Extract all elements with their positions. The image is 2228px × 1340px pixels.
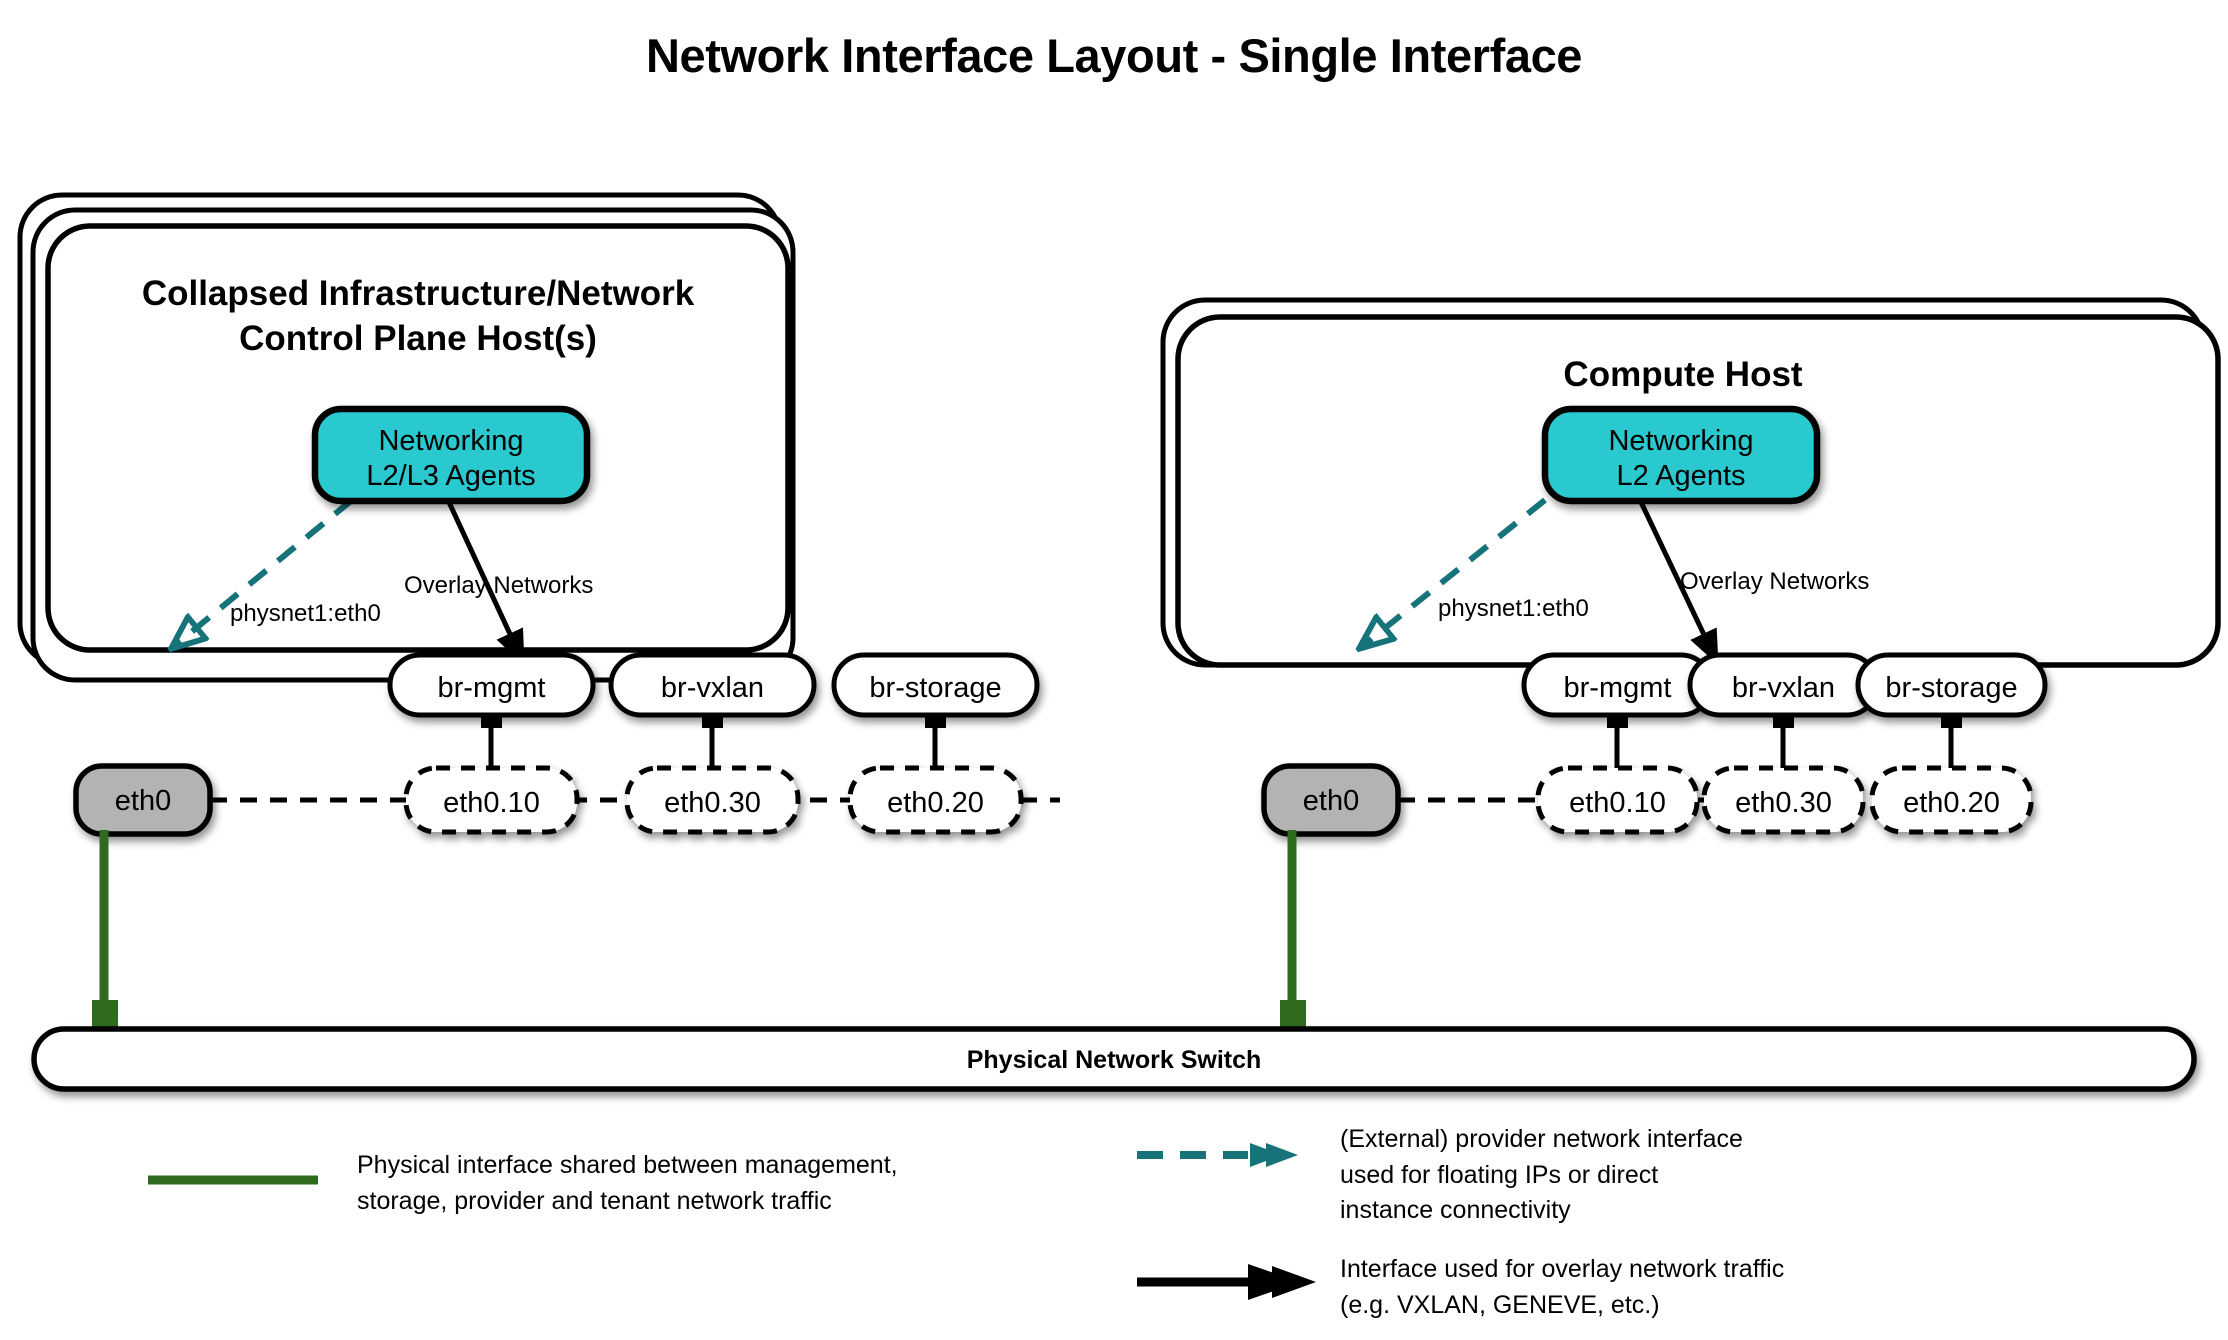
vlan-eth0-10-control[interactable] xyxy=(403,765,580,835)
legend-provider-network-text: (External) provider network interface us… xyxy=(1340,1125,1743,1224)
legend-overlay-network-text: Interface used for overlay network traff… xyxy=(1340,1255,1785,1319)
control-plane-vlan-eth0-10-label: eth0.10 xyxy=(443,787,540,819)
legend-marker-provider-arrow xyxy=(1137,1143,1298,1167)
vlan-eth0-30-control[interactable] xyxy=(624,765,801,835)
control-plane-host-title: Collapsed Infrastructure/Network Control… xyxy=(141,274,695,358)
compute-overlay-edge-label: Overlay Networks xyxy=(1680,568,1870,595)
provider-network-link-control xyxy=(172,497,354,648)
legend-physical-interface-text: Physical interface shared between manage… xyxy=(357,1151,898,1215)
control-plane-vlan-eth0-30-label: eth0.30 xyxy=(664,787,761,819)
legend-marker-overlay-arrow xyxy=(1137,1264,1316,1300)
networking-agents-compute[interactable] xyxy=(1541,405,1821,505)
physical-interface-eth0-control[interactable] xyxy=(73,763,213,837)
physical-network-switch-label: Physical Network Switch xyxy=(966,1046,1262,1074)
control-plane-br-mgmt-label: br-mgmt xyxy=(437,672,546,704)
page-title: Network Interface Layout - Single Interf… xyxy=(645,29,1583,82)
bridge-br-vxlan-control[interactable] xyxy=(608,652,817,718)
bridge-br-storage-compute[interactable] xyxy=(1855,652,2048,718)
compute-agent-label: Networking L2 Agents xyxy=(1608,425,1754,493)
overlay-network-link-compute xyxy=(1637,498,1719,666)
compute-vlan-eth0-10-label: eth0.10 xyxy=(1569,787,1666,819)
control-plane-vlan-eth0-20-label: eth0.20 xyxy=(887,787,984,819)
control-plane-agent-label: Networking L2/L3 Agents xyxy=(366,425,536,493)
control-plane-overlay-edge-label: Overlay Networks xyxy=(404,572,594,599)
vlan-eth0-20-control[interactable] xyxy=(847,765,1024,835)
vlan-eth0-20-compute[interactable] xyxy=(1869,765,2034,835)
compute-br-mgmt-label: br-mgmt xyxy=(1563,672,1672,704)
overlay-network-link-control xyxy=(445,498,525,666)
vlan-eth0-30-compute[interactable] xyxy=(1701,765,1866,835)
physical-interface-eth0-compute[interactable] xyxy=(1261,763,1401,837)
compute-vlan-eth0-20-label: eth0.20 xyxy=(1903,787,2000,819)
vlan-eth0-10-compute[interactable] xyxy=(1535,765,1700,835)
compute-vlan-eth0-30-label: eth0.30 xyxy=(1735,787,1832,819)
control-plane-br-vxlan-label: br-vxlan xyxy=(660,672,765,704)
control-plane-eth0-label: eth0 xyxy=(114,785,172,817)
bridge-br-mgmt-control[interactable] xyxy=(387,652,596,718)
provider-network-link-compute xyxy=(1360,497,1547,648)
compute-br-storage-label: br-storage xyxy=(1885,672,2018,704)
compute-provider-edge-label: physnet1:eth0 xyxy=(1438,595,1589,622)
networking-agents-control[interactable] xyxy=(311,405,591,505)
compute-eth0-label: eth0 xyxy=(1302,785,1360,817)
compute-host-title: Compute Host xyxy=(1563,355,1803,394)
control-plane-provider-edge-label: physnet1:eth0 xyxy=(230,600,381,627)
physical-network-switch[interactable] xyxy=(31,1026,2197,1092)
compute-br-vxlan-label: br-vxlan xyxy=(1731,672,1836,704)
control-plane-br-storage-label: br-storage xyxy=(869,672,1002,704)
bridge-br-storage-control[interactable] xyxy=(831,652,1040,718)
